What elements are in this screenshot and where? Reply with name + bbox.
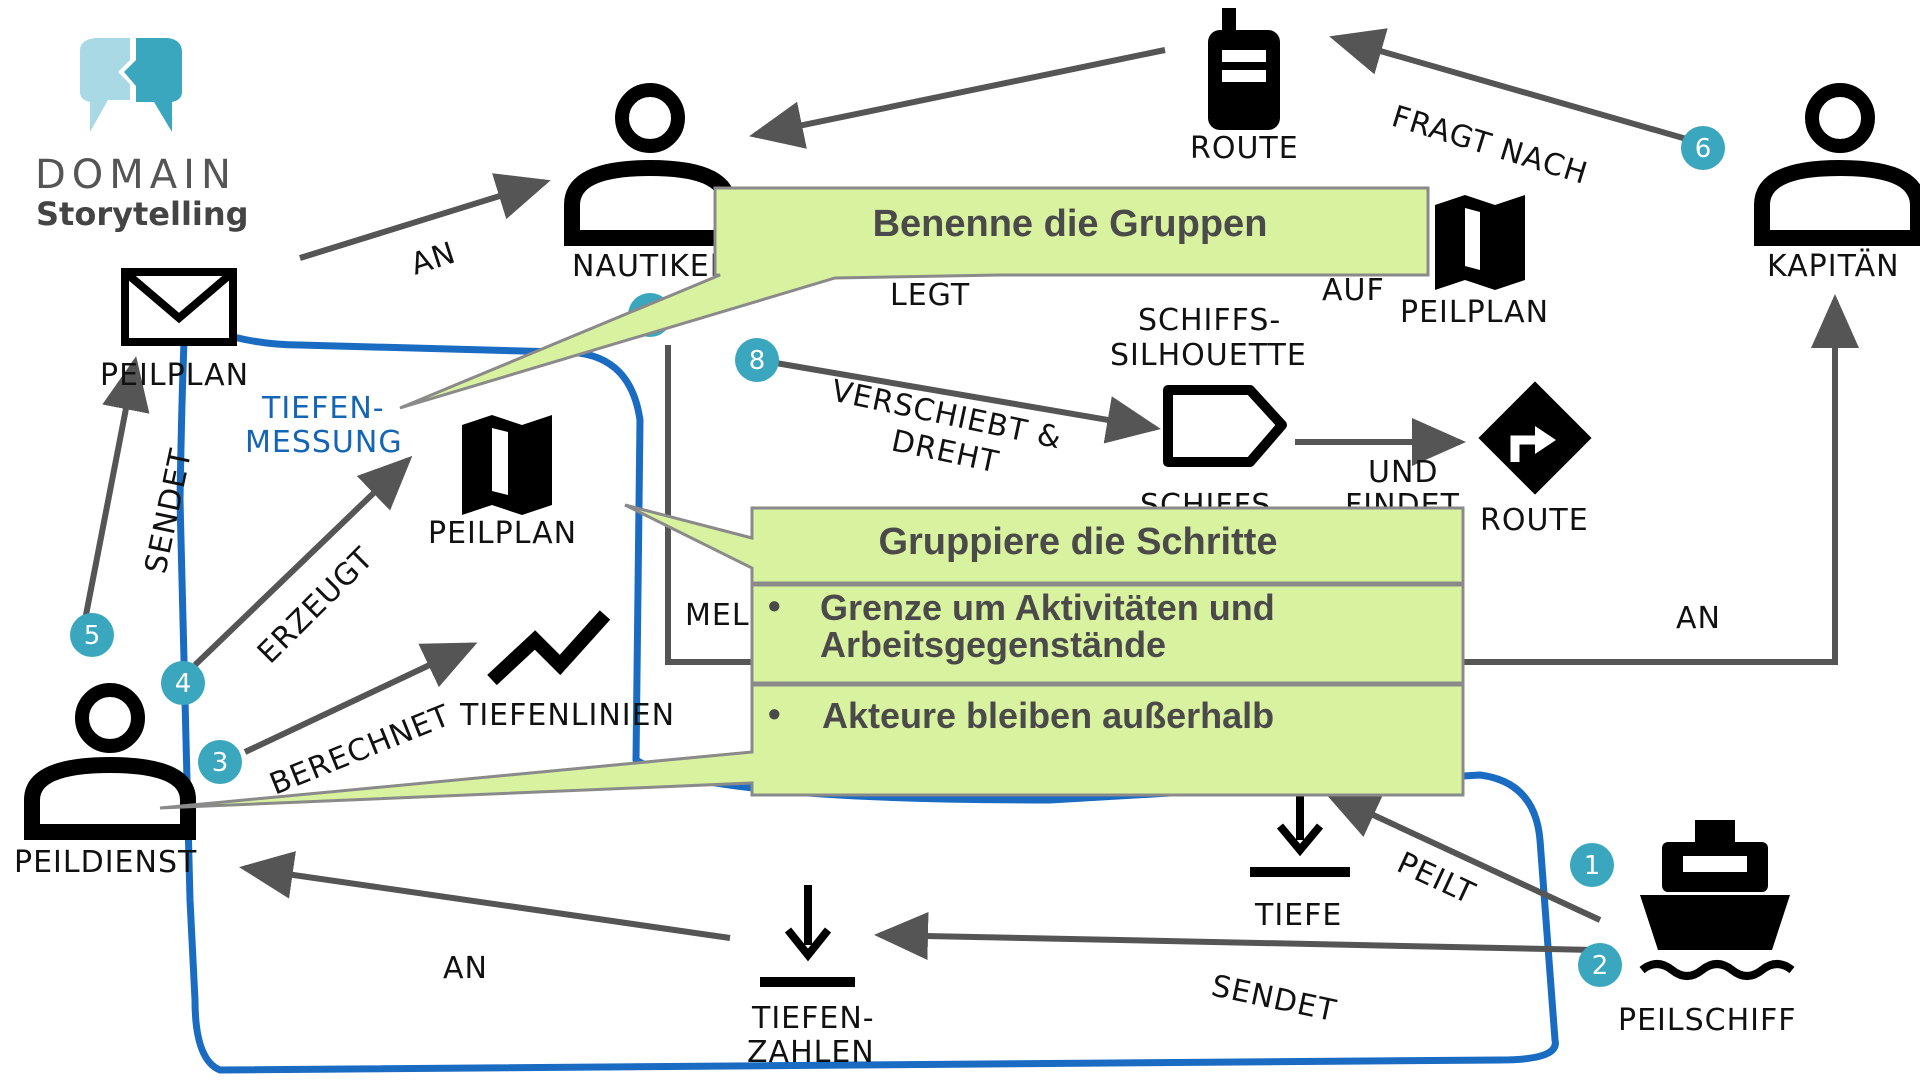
peilplan-right-label: PEILPLAN	[1400, 295, 1549, 330]
step-number-6: 6	[1681, 126, 1725, 170]
work-object-tiefenlinien: TIEFENLINIEN	[459, 610, 675, 733]
work-object-peilplan-right: PEILPLAN	[1400, 195, 1549, 330]
step-number-5: 5	[70, 613, 114, 657]
svg-text:5: 5	[84, 621, 101, 651]
work-object-peilplan-inner: PEILPLAN	[428, 415, 577, 551]
work-object-schiffs-silhouette-tag: SCHIFFS- SILHOUETTE	[1110, 303, 1307, 467]
svg-text:6: 6	[1695, 134, 1712, 164]
callout-akteure-text: Akteure bleiben außerhalb	[822, 695, 1274, 736]
step-number-1: 1	[1570, 843, 1614, 887]
activity-legt-partial: LEGT	[890, 278, 970, 313]
actor-kapitaen: KAPITÄN	[1754, 83, 1920, 284]
work-object-route-top: ROUTE	[1190, 8, 1299, 166]
connectors	[82, 28, 1859, 961]
activity-auf: AUF	[1322, 273, 1385, 308]
logo-line-domain: DOMAIN	[35, 152, 237, 198]
step-number-8: 8	[735, 338, 779, 382]
callout-gruppiere-title: Gruppiere die Schritte	[878, 521, 1277, 563]
activity-mel-partial: MEL	[685, 598, 750, 633]
actor-peilschiff-label: PEILSCHIFF	[1618, 1003, 1797, 1038]
callout-benenne-text: Benenne die Gruppen	[873, 203, 1268, 245]
callout-benenne: Benenne die Gruppen	[399, 186, 1430, 410]
actor-kapitaen-label: KAPITÄN	[1767, 248, 1900, 284]
tiefenlinien-label: TIEFENLINIEN	[459, 698, 675, 733]
activity-erzeugt: ERZEUGT	[251, 541, 381, 671]
work-object-route-right: ROUTE	[1478, 381, 1592, 538]
callout-grenze: • Grenze um Aktivitäten und Arbeitsgegen…	[750, 583, 1465, 685]
callout-gruppiere: Gruppiere die Schritte	[624, 503, 1465, 585]
actor-peildienst: PEILDIENST	[14, 683, 197, 880]
activity-fragt-nach: FRAGT NACH	[1388, 99, 1592, 192]
actor-nautiker: NAUTIKER	[564, 83, 736, 284]
logo-line-storytelling: Storytelling	[36, 195, 249, 233]
peilplan-inner-label: PEILPLAN	[428, 516, 577, 551]
tiefenzahlen-label-2: ZAHLEN	[747, 1035, 875, 1070]
route-right-label: ROUTE	[1480, 503, 1589, 538]
actor-peildienst-label: PEILDIENST	[14, 845, 197, 880]
activity-sendet-left: SENDET	[139, 445, 200, 576]
step-number-4: 4	[161, 661, 205, 705]
peilplan-mail-label: PEILPLAN	[100, 358, 249, 393]
activity-tiefenmessung-1: TIEFEN-	[261, 391, 385, 426]
activity-an-right: AN	[1676, 601, 1721, 636]
route-top-label: ROUTE	[1190, 131, 1299, 166]
callout-grenze-line2: Arbeitsgegenstände	[820, 624, 1166, 665]
group-boundary	[176, 316, 1559, 1074]
svg-text:3: 3	[212, 748, 229, 778]
actor-nautiker-label: NAUTIKER	[572, 249, 732, 284]
bullet-mark-2: •	[768, 693, 781, 734]
svg-text:1: 1	[1584, 851, 1601, 881]
callout-akteure: • Akteure bleiben außerhalb	[159, 683, 1465, 810]
activity-und: UND	[1368, 455, 1439, 490]
domain-storytelling-logo: DOMAIN Storytelling	[35, 38, 249, 233]
svg-text:2: 2	[1592, 951, 1609, 981]
work-object-tiefenzahlen: TIEFEN- ZAHLEN	[747, 885, 875, 1070]
activity-tiefenmessung-2: MESSUNG	[245, 425, 403, 460]
work-object-peilplan-mail: PEILPLAN	[100, 268, 249, 393]
actor-peilschiff: PEILSCHIFF	[1618, 820, 1797, 1038]
bullet-mark-1: •	[768, 585, 781, 626]
schiffs-silhouette-label-2: SILHOUETTE	[1110, 338, 1307, 373]
callout-grenze-line1: Grenze um Aktivitäten und	[820, 587, 1275, 628]
svg-text:8: 8	[749, 346, 766, 376]
step-number-3: 3	[198, 740, 242, 784]
step-number-2: 2	[1578, 943, 1622, 987]
tiefe-label: TIEFE	[1254, 898, 1342, 933]
tiefenzahlen-label-1: TIEFEN-	[751, 1001, 875, 1036]
schiffs-silhouette-label-1: SCHIFFS-	[1138, 303, 1281, 338]
work-object-tiefe: TIEFE	[1250, 790, 1350, 933]
activity-an-bottom: AN	[443, 951, 488, 986]
activity-an-top: AN	[407, 235, 461, 282]
svg-text:4: 4	[175, 669, 192, 699]
activity-sendet-bottom: SENDET	[1208, 969, 1339, 1030]
